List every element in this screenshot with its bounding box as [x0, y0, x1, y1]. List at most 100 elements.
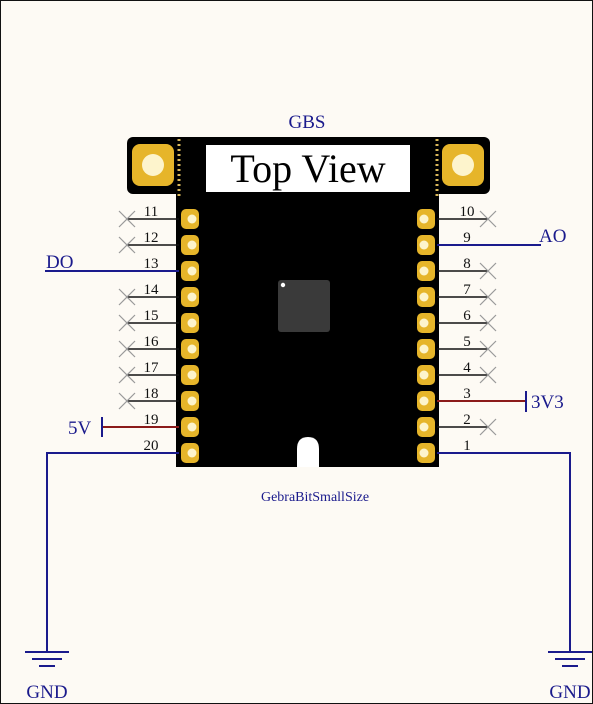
pin-11: 11 [118, 204, 199, 229]
no-connect-stroke [479, 288, 497, 306]
pin-number: 15 [144, 308, 159, 324]
pin-pad-hole [419, 266, 429, 276]
top-view-label: Top View [230, 146, 385, 191]
chip [278, 280, 330, 332]
pin-pad-hole [419, 396, 429, 406]
no-connect-mark [118, 366, 136, 384]
mounting-hole-right [452, 154, 474, 176]
no-connect-mark [479, 262, 497, 280]
no-connect-mark [118, 236, 136, 254]
pin-16: 16 [118, 334, 199, 359]
pin-14: 14 [118, 282, 199, 307]
net-do: DO [45, 252, 179, 273]
no-connect-stroke [118, 236, 136, 254]
pin-pad-hole [187, 344, 197, 354]
pin-17: 17 [118, 360, 199, 385]
5v-label: 5V [68, 418, 92, 439]
pin-number: 7 [463, 282, 471, 298]
module-board: Top View [127, 137, 490, 467]
3v3-label: 3V3 [531, 392, 564, 413]
net-gnd-right: GND [437, 452, 592, 703]
pin-number: 9 [463, 230, 471, 246]
pin-7: 7 [417, 282, 497, 307]
pin-pad-hole [419, 344, 429, 354]
pin-pad-hole [419, 214, 429, 224]
pin-15: 15 [118, 308, 199, 333]
pin-number: 8 [463, 256, 471, 272]
pin-pad-hole [419, 448, 429, 458]
pin-pad-hole [419, 318, 429, 328]
pin-number: 13 [144, 256, 159, 272]
no-connect-mark [479, 366, 497, 384]
no-connect-mark [118, 392, 136, 410]
pin-pad-hole [419, 292, 429, 302]
pin-number: 3 [463, 386, 471, 402]
no-connect-stroke [118, 366, 136, 384]
pin-pad-hole [187, 240, 197, 250]
pin-18: 18 [118, 386, 199, 411]
pin-number: 12 [144, 230, 159, 246]
pin-4: 4 [417, 360, 497, 385]
no-connect-stroke [479, 366, 497, 384]
pin-number: 10 [460, 204, 475, 220]
pin-number: 6 [463, 308, 471, 324]
no-connect-mark [479, 288, 497, 306]
component-name: GebraBitSmallSize [261, 490, 369, 505]
pin-8: 8 [417, 256, 497, 281]
pin-pad-hole [187, 318, 197, 328]
no-connect-mark [118, 288, 136, 306]
pin-pad-hole [187, 448, 197, 458]
pin-number: 14 [144, 282, 160, 298]
no-connect-mark [479, 210, 497, 228]
pin-number: 4 [463, 360, 471, 376]
pin-2: 2 [417, 412, 497, 437]
gnd-left-wire [46, 452, 179, 651]
pin-pad-hole [187, 396, 197, 406]
pin-pad-hole [419, 370, 429, 380]
pin-pad-hole [187, 292, 197, 302]
no-connect-stroke [118, 314, 136, 332]
no-connect-stroke [479, 262, 497, 280]
net-gnd-left: GND [25, 452, 179, 703]
ao-label: AO [539, 226, 566, 247]
no-connect-stroke [479, 210, 497, 228]
no-connect-mark [118, 314, 136, 332]
pin-13: 13 [127, 256, 199, 281]
no-connect-mark [479, 418, 497, 436]
no-connect-stroke [118, 392, 136, 410]
no-connect-stroke [479, 340, 497, 358]
no-connect-stroke [118, 340, 136, 358]
pin-number: 19 [144, 412, 159, 428]
pin-10: 10 [417, 204, 497, 229]
no-connect-mark [118, 340, 136, 358]
gnd-left-label: GND [26, 682, 67, 703]
pin-number: 20 [144, 438, 159, 454]
no-connect-stroke [118, 210, 136, 228]
designator-label: GBS [289, 112, 326, 133]
do-label: DO [46, 252, 73, 273]
pin-number: 18 [144, 386, 159, 402]
pin-number: 2 [463, 412, 471, 428]
pin-number: 1 [463, 438, 471, 454]
gnd-right-wire [437, 452, 571, 651]
usb-connector [297, 437, 319, 467]
pin-pad-hole [187, 422, 197, 432]
pin-pad-hole [187, 266, 197, 276]
no-connect-stroke [479, 314, 497, 332]
no-connect-mark [479, 314, 497, 332]
pin-12: 12 [118, 230, 199, 255]
no-connect-mark [479, 340, 497, 358]
no-connect-mark [118, 210, 136, 228]
pin-number: 17 [144, 360, 160, 376]
pin-pad-hole [187, 370, 197, 380]
no-connect-stroke [118, 288, 136, 306]
pin-number: 16 [144, 334, 160, 350]
net-ao: AO [437, 226, 566, 247]
top-view-box [206, 145, 410, 192]
mounting-hole-left [142, 154, 164, 176]
net-3v3: 3V3 [437, 391, 564, 413]
gnd-right-label: GND [549, 682, 590, 703]
